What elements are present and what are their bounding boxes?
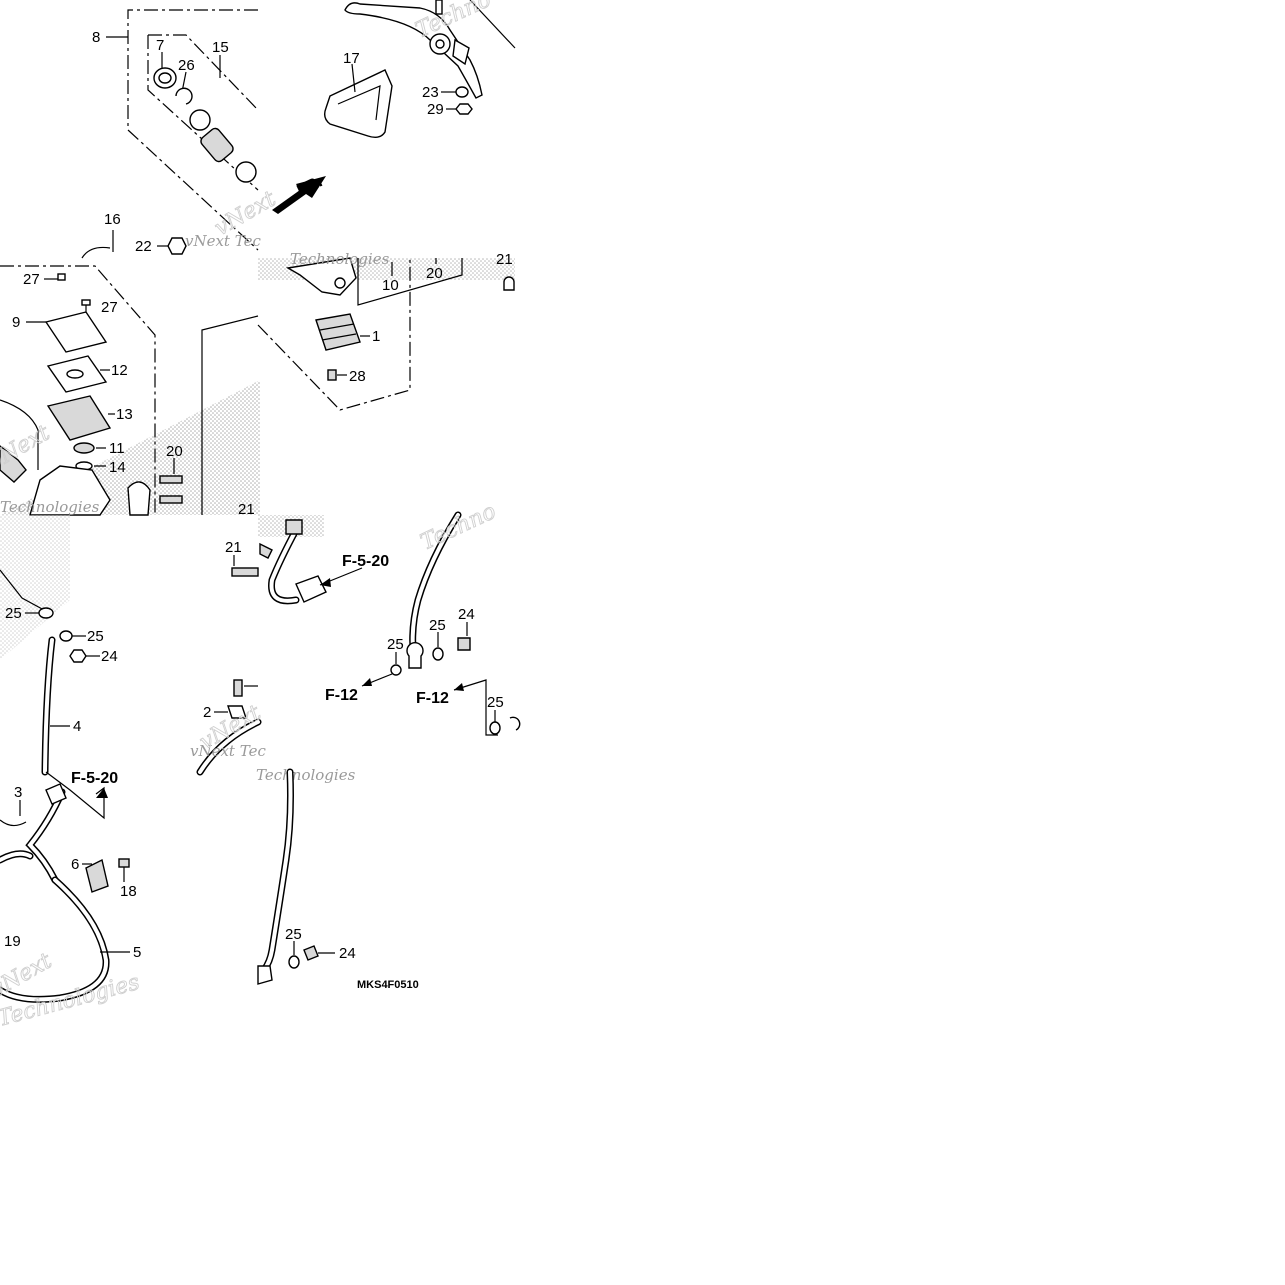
bolt-24b <box>457 637 471 651</box>
screw-28 <box>327 369 337 381</box>
watermark-vnext-tec-e: vNext Tec <box>190 742 266 760</box>
piston <box>200 127 234 163</box>
callout-25f: 25 <box>285 926 302 943</box>
callout-28: 28 <box>349 368 366 385</box>
callout-26: 26 <box>178 57 195 74</box>
callout-5: 5 <box>133 944 141 961</box>
screw-18 <box>118 858 130 868</box>
watermark-vnext-tec: vNext Tec <box>185 232 261 250</box>
tile-reservoir: vNext Technologies 27 27 9 12 13 11 14 2… <box>0 265 260 518</box>
screw-27b <box>81 299 91 306</box>
tile-upper-hose-left: vNext Tec vNext 25 25 24 4 21 2 <box>0 515 266 776</box>
brake-lever <box>344 2 483 99</box>
nut-29 <box>455 103 473 115</box>
callout-18: 18 <box>120 883 137 900</box>
callout-2: 2 <box>203 704 211 721</box>
forward-arrow-icon <box>272 176 326 214</box>
callout-11: 11 <box>109 440 125 457</box>
callout-24a: 24 <box>101 648 118 665</box>
clamp-6 <box>85 858 109 893</box>
watermark-techno-f: Techno <box>417 499 500 555</box>
callout-19: 19 <box>4 933 21 950</box>
callout-21b: 21 <box>496 251 513 268</box>
callout-6: 6 <box>71 856 79 873</box>
float-11 <box>73 442 95 454</box>
ref-f12-a: F-12 <box>325 687 358 704</box>
washer-25f <box>288 955 300 969</box>
callout-3: 3 <box>14 784 22 801</box>
callout-24b: 24 <box>458 606 475 623</box>
bolt-24 <box>69 649 87 663</box>
washer-23 <box>455 86 469 98</box>
washer-25b <box>59 630 73 642</box>
callout-9: 9 <box>12 314 20 331</box>
callout-25c: 25 <box>387 636 404 653</box>
callout-1: 1 <box>372 328 380 345</box>
reservoir-cap <box>44 311 108 353</box>
watermark-technologies-d: Technologies <box>290 250 390 268</box>
callout-16: 16 <box>104 211 121 228</box>
callout-17: 17 <box>343 50 360 67</box>
tile-switch: Technologies 10 20 21 1 28 <box>257 250 515 411</box>
callout-25b: 25 <box>87 628 104 645</box>
callout-7: 7 <box>156 37 164 54</box>
seal-ring <box>189 109 211 131</box>
callout-22: 22 <box>135 238 152 255</box>
callout-24c: 24 <box>339 945 356 962</box>
watermark-vnext-c: vNext <box>0 420 54 475</box>
watermark-technologies-h: Technologies <box>256 766 356 784</box>
callout-27a: 27 <box>23 271 40 288</box>
callout-25a: 25 <box>5 605 22 622</box>
diaphragm <box>46 395 112 441</box>
diagram-code: MKS4F0510 <box>357 979 419 991</box>
callout-13: 13 <box>116 406 133 423</box>
tile-master-cylinder-piston: FR. vNext Tec vNext 8 7 26 15 16 22 <box>81 9 326 259</box>
callout-21a: 21 <box>238 501 255 518</box>
washer-25a <box>38 607 54 619</box>
ref-f12-b: F-12 <box>416 690 449 707</box>
hose-joint <box>295 575 327 603</box>
callout-20b: 20 <box>426 265 443 282</box>
tile-hose-junction: F-5-20 Techno F-12 F-12 25 25 24 25 <box>258 499 521 736</box>
callout-20a: 20 <box>166 443 183 460</box>
callout-10: 10 <box>382 277 399 294</box>
ref-f520-a: F-5-20 <box>342 553 389 570</box>
screw-27a <box>57 273 66 281</box>
bolt-24c <box>303 945 319 961</box>
washer-25c <box>390 664 402 676</box>
clamp-2 <box>227 705 247 719</box>
callout-25e: 25 <box>487 694 504 711</box>
callout-21c: 21 <box>225 539 242 556</box>
callout-27b: 27 <box>101 299 118 316</box>
callout-29: 29 <box>427 101 444 118</box>
fr-label: FR. <box>295 173 326 199</box>
circlip <box>175 87 193 105</box>
callout-8: 8 <box>92 29 100 46</box>
ref-f520-b: F-5-20 <box>71 770 118 787</box>
washer-25d <box>432 647 444 661</box>
callout-25d: 25 <box>429 617 446 634</box>
brake-switch <box>315 313 361 351</box>
callout-15: 15 <box>212 39 229 56</box>
watermark-technologies-c: Technologies <box>0 498 100 516</box>
lever-cover <box>323 69 393 139</box>
callout-23: 23 <box>422 84 439 101</box>
bolt-22 <box>167 237 187 255</box>
tile-lower-hose-right: Technologies 25 24 MKS4F0510 <box>256 766 419 991</box>
bolt-21 <box>231 567 259 577</box>
tile-lower-hose-left: F-5-20 vNext Technologies 3 6 18 19 5 <box>0 770 143 1032</box>
callout-12: 12 <box>111 362 128 379</box>
callout-4: 4 <box>73 718 81 735</box>
washer-25e <box>489 721 501 735</box>
callout-14: 14 <box>109 459 126 476</box>
tile-brake-lever: Techno 17 23 29 <box>323 0 516 139</box>
